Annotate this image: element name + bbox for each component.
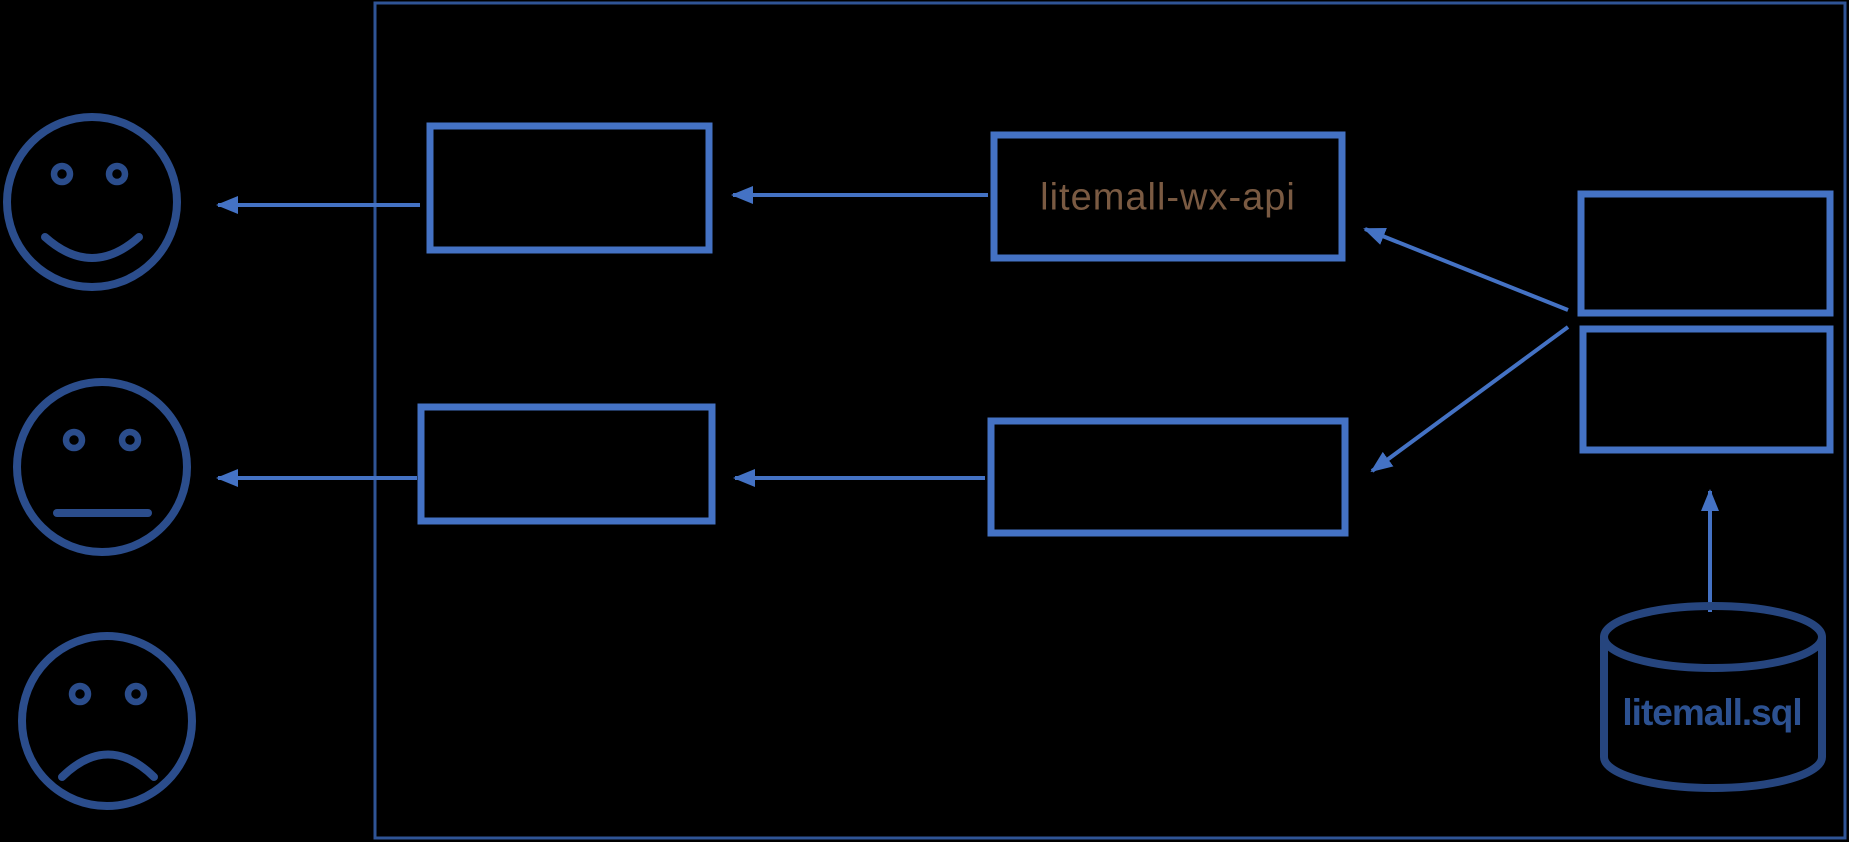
neutral-face-outline [13, 378, 191, 556]
sad-face-right-eye [124, 682, 148, 706]
database-cylinder-icon [1600, 602, 1826, 792]
happy-face-outline [3, 113, 181, 291]
neutral-face-icon [13, 378, 191, 556]
sad-face-left-eye [68, 682, 92, 706]
wx-api-box [990, 131, 1346, 262]
happy-face-right-eye [105, 162, 129, 186]
sad-face-outline [18, 632, 196, 810]
sad-face-frown [58, 750, 158, 781]
wx-api-box-label: litemall-wx-api [1040, 176, 1296, 219]
box-right-bottom [1579, 325, 1834, 454]
database-cylinder-top [1600, 602, 1826, 672]
arrow-rightboxes-to-wxapi [1363, 227, 1569, 312]
happy-face-icon [3, 113, 181, 291]
box-right-top [1577, 190, 1834, 317]
arrow-rightboxes-to-row2-middle [1370, 325, 1570, 473]
box-row2-left [417, 403, 716, 525]
happy-face-smile [41, 233, 143, 262]
database-label: litemall.sql [1622, 692, 1802, 733]
neutral-face-left-eye [62, 428, 86, 452]
neutral-face-right-eye [118, 428, 142, 452]
database-cylinder-body [1600, 637, 1826, 792]
happy-face-left-eye [50, 162, 74, 186]
box-row1-left [426, 122, 713, 254]
container-boundary [373, 1, 1847, 840]
sad-face-icon [18, 632, 196, 810]
box-row2-middle [987, 417, 1349, 537]
